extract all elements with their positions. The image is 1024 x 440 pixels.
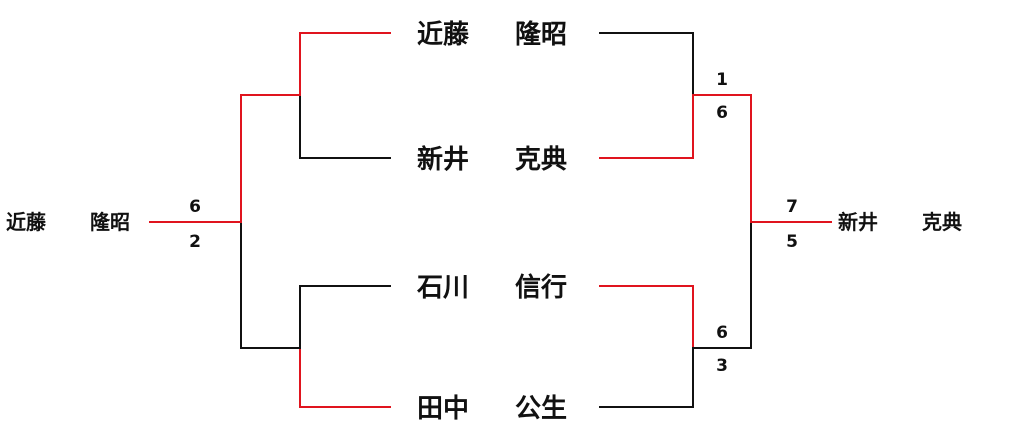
left-final-score-bottom: 2 [189, 232, 201, 252]
right-winner-family: 新井 [838, 210, 878, 234]
left-winner-family: 近藤 [6, 210, 47, 234]
right-semi-bottom-score-top: 6 [716, 323, 728, 343]
left-line-p2 [299, 94, 391, 159]
right-line-top-pair [692, 94, 752, 223]
player-1-given: 隆昭 [515, 20, 567, 50]
right-line-p4 [599, 347, 694, 408]
right-winner-given: 克典 [922, 210, 962, 234]
left-final-score-top: 6 [189, 197, 201, 217]
left-line-p4 [299, 347, 391, 408]
right-semi-bottom-score-bottom: 3 [716, 356, 728, 376]
right-final-score-bottom: 5 [786, 232, 798, 252]
right-line-p3 [599, 285, 694, 349]
player-4-family: 田中 [417, 394, 469, 424]
left-winner-given: 隆昭 [90, 210, 130, 234]
left-line-p3 [299, 285, 391, 349]
right-line-p1 [599, 32, 694, 96]
right-line-bottom-pair [692, 221, 752, 349]
left-line-top-pair [240, 94, 301, 223]
right-final-score-top: 7 [786, 197, 798, 217]
right-line-p2 [599, 94, 694, 159]
player-3-given: 信行 [515, 272, 567, 303]
left-line-bottom-pair [240, 221, 301, 349]
player-4-given: 公生 [515, 394, 567, 424]
player-2-family: 新井 [417, 144, 469, 175]
player-2-given: 克典 [515, 145, 567, 175]
player-1-family: 近藤 [417, 20, 470, 50]
right-semi-top-score-bottom: 6 [716, 103, 728, 123]
right-semi-top-score-top: 1 [716, 70, 728, 90]
player-3-family: 石川 [416, 273, 469, 303]
left-line-p1 [299, 32, 391, 96]
